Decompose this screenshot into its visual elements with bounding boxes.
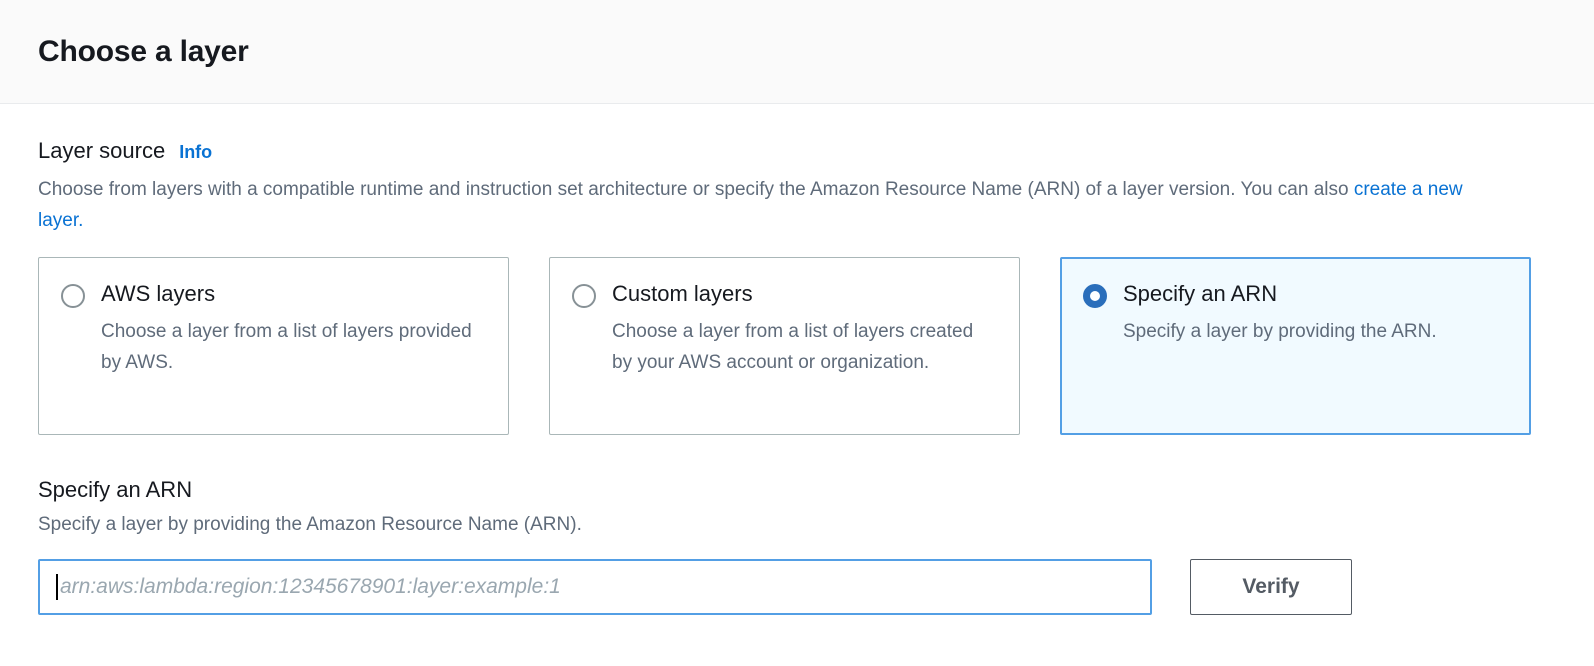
layer-source-label: Layer source [38, 138, 166, 163]
create-a-new-layer-link[interactable]: create a new layer [38, 179, 1463, 231]
dialog-header: Choose a layer [0, 0, 1594, 104]
layer-source-description: Choose from layers with a compatible run… [38, 174, 1488, 236]
radio-tile-custom-layers[interactable]: Custom layers Choose a layer from a list… [549, 257, 1020, 435]
radio-tile-aws-layers[interactable]: AWS layers Choose a layer from a list of… [38, 257, 509, 435]
specify-arn-input-row: arn:aws:lambda:region:12345678901:layer:… [38, 559, 1556, 615]
radio-tile-specify-an-arn-title: Specify an ARN [1123, 281, 1278, 306]
radio-tile-custom-layers-text: Custom layers Choose a layer from a list… [612, 280, 995, 412]
info-link[interactable]: Info [179, 142, 213, 162]
radio-tile-specify-an-arn[interactable]: Specify an ARN Specify a layer by provid… [1060, 257, 1531, 435]
verify-button[interactable]: Verify [1190, 559, 1352, 615]
layer-source-radio-group: AWS layers Choose a layer from a list of… [38, 257, 1556, 435]
radio-unselected-icon[interactable] [61, 284, 85, 308]
radio-selected-icon[interactable] [1083, 284, 1107, 308]
dialog-body: Layer source Info Choose from layers wit… [0, 104, 1594, 615]
page-title: Choose a layer [38, 34, 249, 68]
radio-unselected-icon[interactable] [572, 284, 596, 308]
specify-arn-section: Specify an ARN Specify a layer by provid… [38, 477, 1556, 615]
layer-source-description-text-1: Choose from layers with a compatible run… [38, 179, 1354, 200]
specify-arn-label: Specify an ARN [38, 477, 193, 502]
radio-tile-aws-layers-text: AWS layers Choose a layer from a list of… [101, 280, 484, 412]
text-caret [56, 574, 58, 600]
radio-tile-specify-an-arn-text: Specify an ARN Specify a layer by provid… [1123, 280, 1506, 412]
radio-tile-aws-layers-description: Choose a layer from a list of layers pro… [101, 321, 472, 373]
layer-source-label-row: Layer source Info [38, 138, 1556, 164]
layer-source-description-text-2: . [78, 210, 84, 231]
radio-tile-custom-layers-description: Choose a layer from a list of layers cre… [612, 321, 974, 373]
radio-tile-custom-layers-title: Custom layers [612, 281, 753, 306]
specify-arn-description: Specify a layer by providing the Amazon … [38, 514, 582, 535]
arn-input-placeholder: arn:aws:lambda:region:12345678901:layer:… [60, 575, 561, 598]
arn-input[interactable]: arn:aws:lambda:region:12345678901:layer:… [38, 559, 1152, 615]
radio-tile-specify-an-arn-description: Specify a layer by providing the ARN. [1123, 321, 1437, 342]
radio-tile-aws-layers-title: AWS layers [101, 281, 216, 306]
